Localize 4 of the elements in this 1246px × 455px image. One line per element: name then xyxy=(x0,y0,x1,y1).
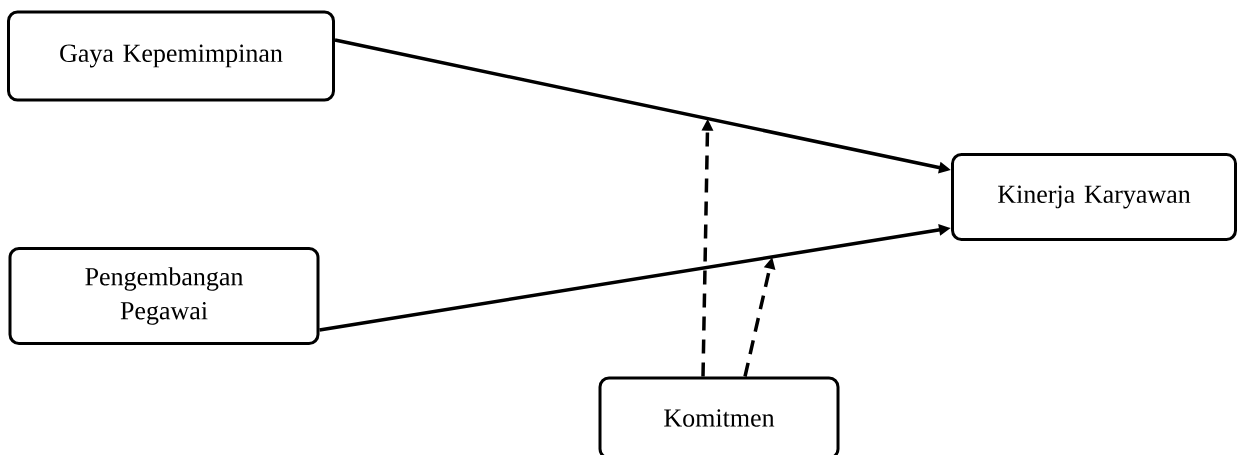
process-box: Komitmen xyxy=(598,376,840,455)
process-box: Gaya Kepemimpinan xyxy=(7,10,335,102)
process-box: Kinerja Karyawan xyxy=(951,153,1237,241)
process-box: Pengembangan Pegawai xyxy=(8,247,320,345)
